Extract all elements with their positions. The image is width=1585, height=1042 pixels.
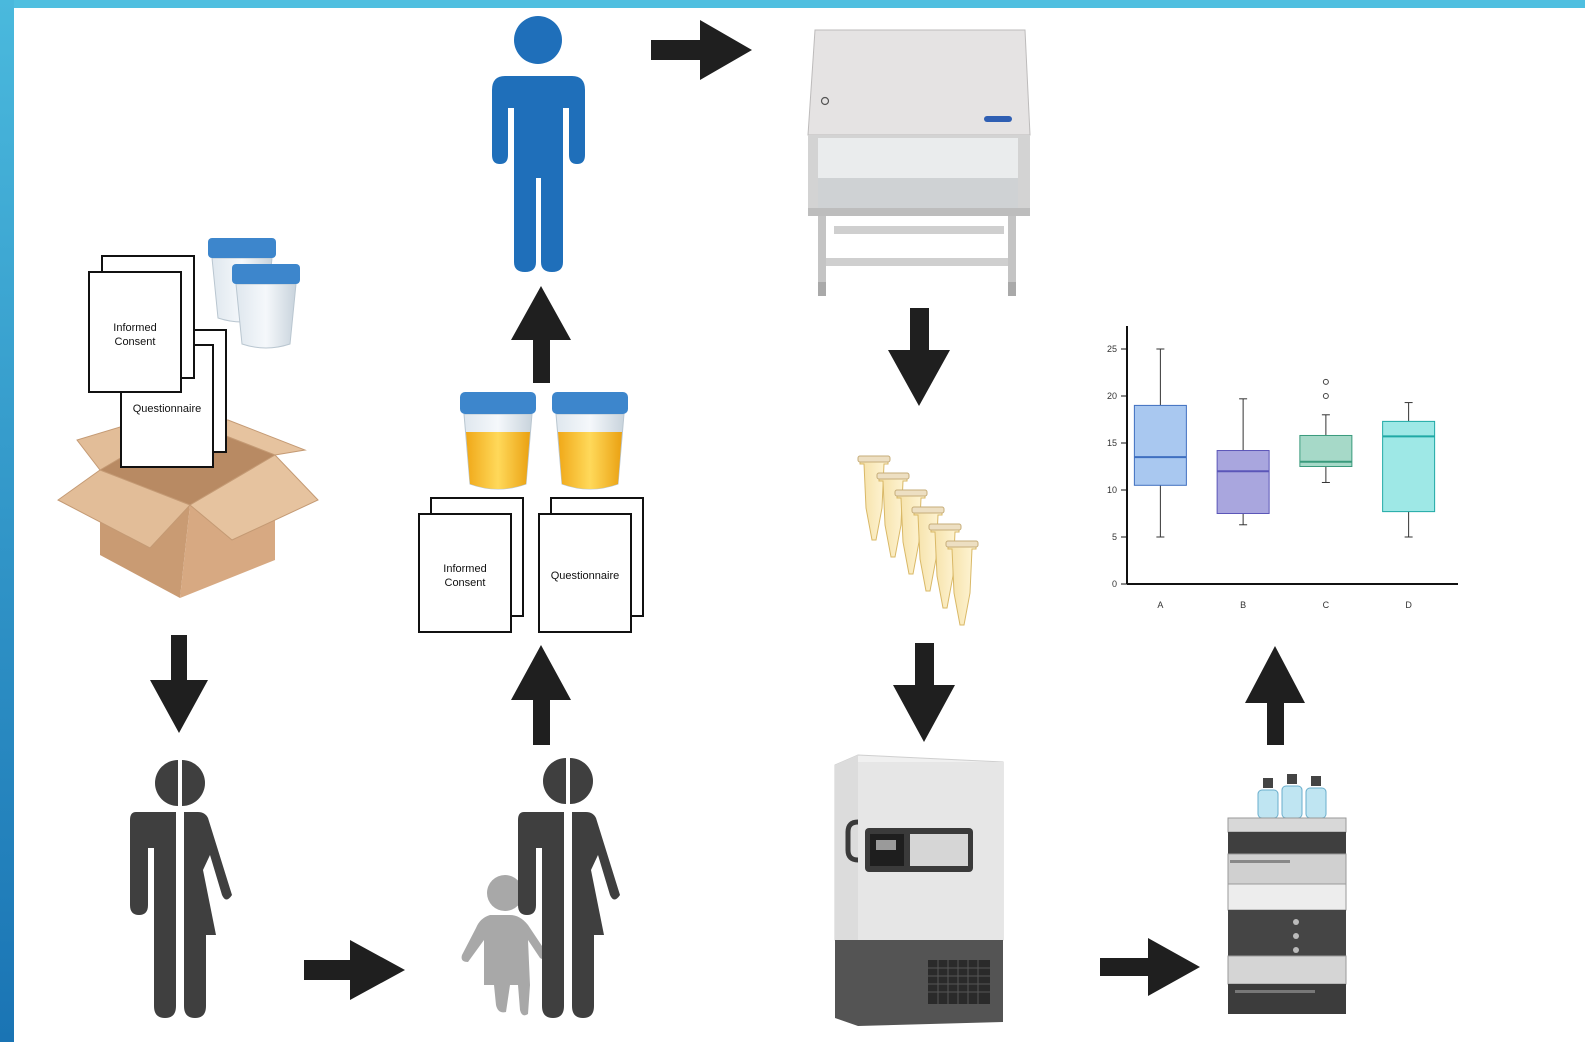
y-tick-label: 10 [1107, 485, 1117, 495]
person-icon [130, 760, 232, 1018]
questionnaire-label: Questionnaire [551, 570, 620, 582]
boxes [1133, 348, 1436, 538]
informed-consent-label-line2: Consent [115, 336, 156, 348]
informed-consent-label-line2: Consent [445, 577, 486, 589]
tube-rack [857, 455, 979, 626]
x-tick-label: B [1240, 600, 1246, 610]
person-icon [518, 758, 620, 1018]
informed-consent-label-line1: Informed [443, 563, 486, 575]
microcentrifuge-tube-icon [945, 540, 979, 626]
cup-lid [232, 264, 300, 284]
y-tick-label: 0 [1112, 579, 1117, 589]
informed-consent-document: Informed Consent [418, 497, 524, 633]
x-tick-label: A [1157, 600, 1163, 610]
adult-participant [130, 760, 232, 1018]
hplc-ms-icon [1227, 774, 1347, 1014]
outlier-point [1322, 393, 1329, 399]
arrow-down-2 [888, 308, 950, 406]
arrow-right-2 [651, 20, 752, 80]
collection-kit: Questionnaire Informed Consent [57, 238, 319, 598]
box-a [1133, 348, 1187, 538]
box-plot-chart: 0 5 10 15 20 25 A B C D [1107, 326, 1458, 610]
y-tick-label: 15 [1107, 438, 1117, 448]
y-tick-label: 20 [1107, 391, 1117, 401]
arrow-down-3 [893, 643, 955, 742]
questionnaire-document: Questionnaire [538, 497, 644, 633]
arrow-right-3 [1100, 938, 1200, 996]
arrow-up-3 [1245, 646, 1305, 745]
box-iqr [1216, 450, 1270, 514]
box-iqr [1382, 420, 1436, 513]
arrow-down-1 [150, 635, 208, 733]
collected-samples: Informed Consent Questionnaire [418, 392, 644, 633]
questionnaire-label: Questionnaire [133, 403, 202, 415]
y-tick-label: 25 [1107, 344, 1117, 354]
arrow-up-2 [511, 286, 571, 383]
parent-child-participants [461, 758, 620, 1018]
donor [492, 16, 585, 272]
frame-left-border [0, 0, 14, 1042]
outlier-point [1322, 378, 1329, 385]
specimen-cup-icon [232, 264, 300, 349]
specimen-cup-icon [460, 392, 536, 490]
cup-lid [208, 238, 276, 258]
solvent-bottles [1257, 774, 1327, 819]
informed-consent-document: Informed Consent [88, 255, 195, 393]
person-icon [492, 16, 585, 272]
freezer-icon [834, 754, 1004, 1026]
biosafety-cabinet-icon [807, 29, 1031, 296]
x-tick-label: C [1323, 600, 1330, 610]
specimen-cup-icon [552, 392, 628, 490]
y-tick-label: 5 [1112, 532, 1117, 542]
cup-lid [552, 392, 628, 414]
box-d [1382, 402, 1436, 538]
x-tick-label: D [1405, 600, 1412, 610]
arrow-up-1 [511, 645, 571, 745]
arrow-right-1 [304, 940, 405, 1000]
frame-top-border [0, 0, 1585, 8]
box-c [1299, 378, 1353, 483]
y-ticks: 0 5 10 15 20 25 [1107, 344, 1127, 589]
box-b [1216, 398, 1270, 526]
child-icon [461, 875, 548, 1016]
cup-lid [460, 392, 536, 414]
arrows [150, 20, 1305, 1000]
box-iqr [1133, 404, 1187, 486]
x-ticks: A B C D [1157, 600, 1412, 610]
informed-consent-label-line1: Informed [113, 322, 156, 334]
